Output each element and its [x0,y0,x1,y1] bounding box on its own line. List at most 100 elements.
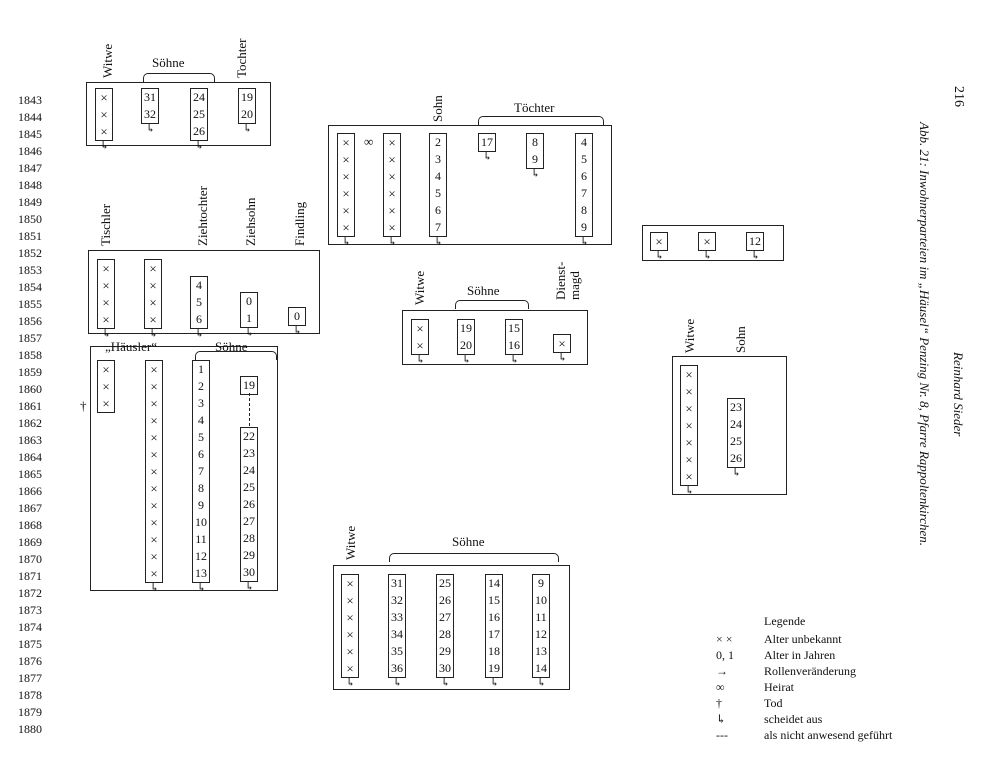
age-cell: 8 [198,481,204,495]
sons-bracket [455,300,529,309]
unknown-age-cell: × [685,384,693,399]
age-cell: 19 [460,321,472,335]
year-label: 1849 [18,195,42,209]
unknown-age-cell: × [342,186,350,201]
person-column: ××××××××××××× [145,360,163,583]
age-cell: 1 [198,362,204,376]
exit-marker: ↳ [531,168,541,180]
role-label: Witwe [682,318,697,353]
age-cell: 25 [193,107,205,121]
household-frame [86,82,271,146]
person-column: ×××× [144,259,162,329]
age-cell: 5 [196,295,202,309]
age-cell: 2 [198,379,204,393]
year-label: 1862 [18,416,42,430]
unknown-age-cell: × [150,481,158,496]
unknown-age-cell: × [102,261,110,276]
age-cell: 26 [193,124,205,138]
unknown-age-cell: × [346,627,354,642]
exit-marker: ↳ [146,123,156,135]
age-cell: 33 [391,610,403,624]
year-label: 1846 [18,144,42,158]
unknown-age-cell: × [346,576,354,591]
age-cell: 3 [435,152,441,166]
person-column: 0 [288,307,306,326]
age-cell: 36 [391,661,403,675]
unknown-age-cell: × [342,220,350,235]
legend-symbol: † [716,696,722,710]
year-label: 1847 [18,161,42,175]
page-number: 216 [951,86,966,107]
age-cell: 7 [198,464,204,478]
age-cell: 12 [195,549,207,563]
age-cell: 26 [439,593,451,607]
age-cell: 20 [241,107,253,121]
age-cell: 19 [243,378,255,392]
household-frame [402,310,588,365]
age-cell: 12 [749,234,761,248]
unknown-age-cell: × [342,135,350,150]
legend-symbol: × × [716,632,733,646]
year-label: 1871 [18,569,42,583]
age-cell: 16 [488,610,500,624]
year-label: 1869 [18,535,42,549]
unknown-age-cell: × [149,295,157,310]
year-label: 1856 [18,314,42,328]
unknown-age-cell: × [685,367,693,382]
age-cell: 4 [581,135,587,149]
role-label: Sohn [430,95,445,122]
age-cell: 14 [488,576,500,590]
unknown-age-cell: × [388,186,396,201]
exit-marker: ↳ [580,236,590,248]
age-cell: 11 [195,532,207,546]
person-column: ×× [411,319,429,355]
age-cell: 28 [439,627,451,641]
unknown-age-cell: × [102,312,110,327]
age-cell: 22 [243,429,255,443]
role-label: Ziehsohn [243,197,258,246]
legend-title: Legende [764,614,806,628]
age-cell: 5 [198,430,204,444]
household-frame [88,250,320,334]
absent-dash [249,393,250,426]
year-label: 1866 [18,484,42,498]
unknown-age-cell: × [150,430,158,445]
year-label: 1859 [18,365,42,379]
age-cell: 25 [439,576,451,590]
legend-text: Rollenveränderung [764,664,856,678]
exit-marker: ↳ [558,352,568,364]
age-cell: 12 [535,627,547,641]
legend-text: Alter unbekannt [764,632,842,646]
age-cell: 18 [488,644,500,658]
age-cell: 24 [243,463,255,477]
household-frame [90,346,278,591]
legend-symbol: ∞ [716,680,725,694]
sons-bracket [143,73,215,82]
unknown-age-cell: × [149,312,157,327]
unknown-age-cell: × [416,321,424,336]
unknown-age-cell: × [703,234,711,249]
exit-marker: ↳ [537,677,547,689]
role-label: Witwe [100,43,115,78]
year-label: 1878 [18,688,42,702]
unknown-age-cell: × [102,295,110,310]
legend-text: Alter in Jahren [764,648,836,662]
age-cell: 7 [435,220,441,234]
caption: Abb. 21: Inwohnerparteien im „Häusel“ Pe… [917,122,932,547]
exit-marker: ↳ [149,328,159,340]
legend-text: Tod [764,696,783,710]
unknown-age-cell: × [150,362,158,377]
household-frame [333,565,570,690]
unknown-age-cell: × [102,379,110,394]
age-cell: 32 [144,107,156,121]
unknown-age-cell: × [150,396,158,411]
unknown-age-cell: × [388,152,396,167]
unknown-age-cell: × [149,261,157,276]
sons-bracket [478,116,604,125]
